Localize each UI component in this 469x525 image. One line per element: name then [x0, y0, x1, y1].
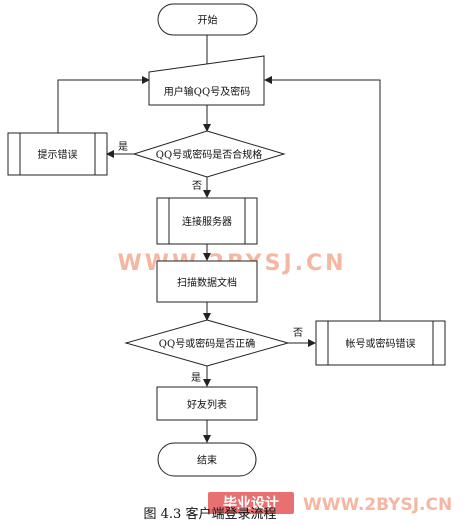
- node-check-correct-label: QQ号或密码是否正确: [159, 337, 255, 350]
- node-account-error: 帐号或密码错误: [315, 320, 446, 366]
- edge-account-error-to-input: [264, 76, 381, 321]
- node-connect: 连接服务器: [156, 197, 258, 245]
- figure-caption: 图 4.3 客户端登录流程: [144, 506, 277, 522]
- node-show-error: 提示错误: [7, 132, 108, 176]
- node-friends-label: 好友列表: [187, 398, 227, 411]
- node-input: 用户输QQ号及密码: [148, 55, 265, 106]
- node-start-label: 开始: [198, 14, 218, 27]
- edge-error-to-input: [57, 76, 150, 133]
- watermark-bottom-url: WWW.2BYSJ.CN: [303, 495, 452, 515]
- edge-label-correct-no: 否: [293, 327, 303, 339]
- node-start: 开始: [157, 3, 258, 36]
- node-check-format: QQ号或密码是否合规格: [132, 130, 286, 178]
- node-scan: 扫描数据文档: [156, 260, 258, 303]
- node-check-format-label: QQ号或密码是否合规格: [156, 148, 262, 161]
- edge-label-format-no: 否: [192, 180, 202, 192]
- node-account-error-label: 帐号或密码错误: [346, 337, 416, 350]
- node-connect-label: 连接服务器: [182, 215, 232, 228]
- node-input-label: 用户输QQ号及密码: [164, 85, 250, 98]
- edge-label-format-yes: 是: [118, 141, 128, 153]
- node-end: 结束: [157, 442, 257, 477]
- node-end-label: 结束: [197, 454, 217, 467]
- edge-label-correct-yes: 是: [191, 372, 201, 384]
- node-scan-label: 扫描数据文档: [177, 276, 237, 289]
- node-check-correct: QQ号或密码是否正确: [124, 319, 290, 367]
- edges: [57, 35, 381, 443]
- watermark-logo-text: 毕业设计: [223, 495, 279, 512]
- node-show-error-label: 提示错误: [38, 148, 78, 161]
- node-friends: 好友列表: [156, 386, 258, 421]
- watermark-logo: 毕业设计: [208, 492, 294, 514]
